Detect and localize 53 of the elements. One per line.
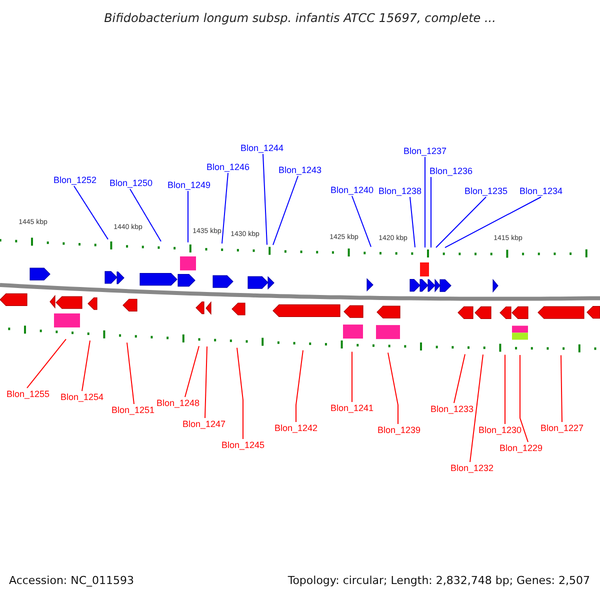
leader-line [504,354,506,424]
genome-summary: Topology: circular; Length: 2,832,748 bp; Genes: 2,507 [288,574,590,588]
gene-label: Blon_1240 [330,184,374,196]
leader-line [296,350,304,422]
gene-label: Blon_1250 [109,177,153,189]
gene-label: Blon_1248 [156,397,200,409]
leader-line [82,340,90,392]
gene-label: Blon_1242 [274,422,318,434]
leader-line [436,196,486,248]
gene-label: Blon_1247 [182,418,226,430]
leader-line [26,338,66,388]
gene-label: Blon_1238 [378,185,422,197]
gene-label: Blon_1255 [6,388,50,400]
gene-label: Blon_1254 [60,391,104,403]
gene-label: Blon_1232 [450,462,494,474]
gene-label: Blon_1235 [464,185,508,197]
leader-line [520,354,528,442]
gene-label: Blon_1229 [499,442,543,454]
leader-line [204,346,208,418]
leader-line [560,354,562,422]
gene-label: Blon_1243 [278,164,322,176]
leader-line [470,354,484,462]
leader-line [184,346,200,398]
leader-line [272,176,298,246]
leader-line [74,186,108,240]
leader-line [454,354,466,404]
leader-line [410,196,416,248]
leader-line [444,196,542,248]
leader-line [130,188,162,242]
leader-line [262,154,268,246]
gene-label: Blon_1246 [206,161,250,173]
gene-label: Blon_1252 [53,174,97,186]
gene-label: Blon_1245 [221,439,265,451]
leader-line [430,176,432,248]
leader-line [388,352,398,424]
gene-label: Blon_1233 [430,403,474,415]
leader-line [222,172,228,244]
leader-line [126,342,134,404]
gene-label: Blon_1237 [403,145,447,157]
gene-label: Blon_1230 [478,424,522,436]
gene-label: Blon_1239 [377,424,421,436]
diagram-title: Bifidobacterium longum subsp. infantis ATCC 15697, complete ... [103,10,497,26]
gene-label: Blon_1251 [111,404,155,416]
leader-line [352,196,372,248]
gene-label: Blon_1249 [167,179,211,191]
gene-label: Blon_1236 [429,165,473,177]
leader-line [236,347,244,440]
gene-label: Blon_1244 [240,142,284,154]
gene-label: Blon_1234 [519,185,563,197]
gene-label: Blon_1241 [330,402,374,414]
gene-label: Blon_1227 [540,422,584,434]
leader-line [424,156,426,248]
accession-number: Accession: NC_011593 [9,574,134,588]
